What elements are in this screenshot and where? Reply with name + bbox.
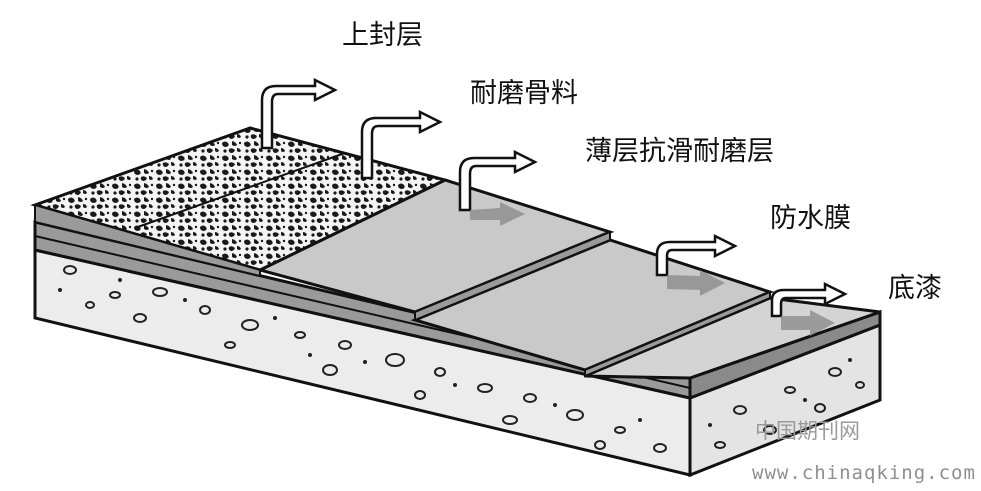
label-top-seal: 上封层 <box>342 20 423 51</box>
callout-arrows <box>260 77 848 318</box>
arrow-primer <box>770 281 848 318</box>
shadow-primer <box>781 310 835 336</box>
thin-antislip-edge <box>414 230 611 322</box>
concrete-specks <box>58 278 852 427</box>
arrow-top-seal <box>260 77 338 150</box>
label-waterproof-membrane: 防水膜 <box>770 203 851 234</box>
label-thin-antislip: 薄层抗滑耐磨层 <box>585 136 774 167</box>
arrow-shadows <box>470 202 835 336</box>
seal-divider <box>134 152 346 229</box>
label-primer: 底漆 <box>888 273 942 304</box>
arrow-waterproof <box>655 233 738 277</box>
concrete-stones <box>63 265 865 453</box>
watermark-url: www.chinaqking.com <box>752 462 976 484</box>
waterproof-membrane-edge <box>584 290 771 378</box>
aggregate-front-edge <box>34 203 261 278</box>
arrow-wear-aggregate <box>360 109 443 180</box>
label-wear-aggregate: 耐磨骨料 <box>470 78 578 109</box>
watermark-cn: 中国期刊网 <box>755 419 860 443</box>
shadow-waterproof <box>667 270 725 296</box>
shadow-thin-antislip <box>470 202 525 226</box>
arrow-thin-antislip <box>458 149 538 212</box>
layer-surfaces <box>30 126 881 380</box>
